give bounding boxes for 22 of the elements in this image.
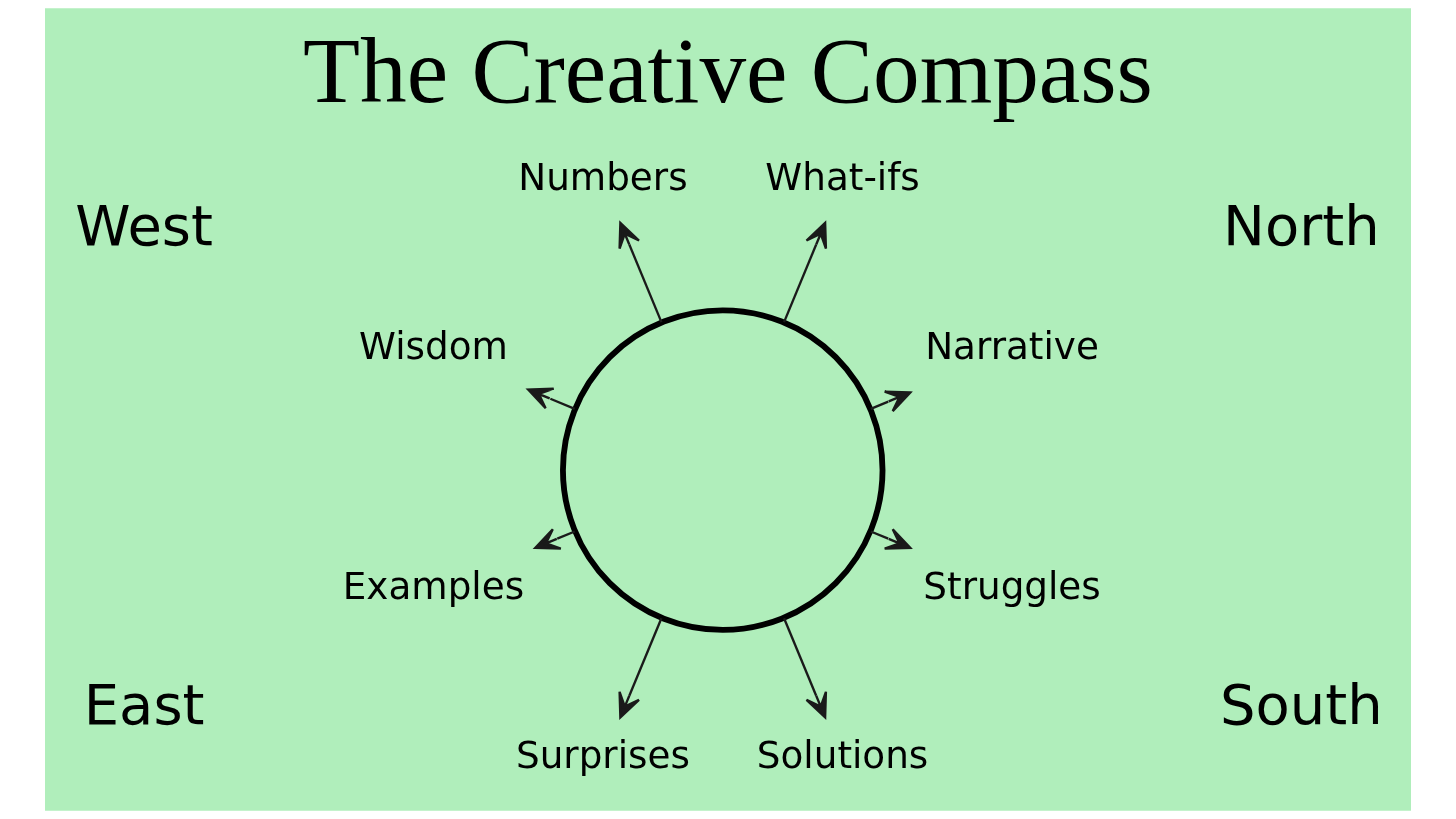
label: West [75, 192, 213, 258]
arrow [870, 528, 912, 550]
arrow [618, 617, 663, 719]
node-text: Narrative [925, 324, 1099, 369]
arrow [534, 528, 576, 550]
node-text: Solutions [756, 733, 929, 778]
arrow [783, 221, 828, 323]
node-text: Struggles [923, 563, 1101, 608]
arrow [618, 221, 663, 323]
label: East [83, 672, 205, 738]
node-text: Examples [342, 563, 525, 608]
arrow [870, 390, 912, 413]
node-circle [560, 307, 886, 633]
node-text: Surprises [515, 733, 690, 778]
label: North [1223, 192, 1380, 258]
arrow [526, 387, 576, 410]
node-text: What-ifs [765, 154, 920, 199]
label: South [1220, 672, 1383, 738]
arrow [783, 617, 828, 719]
node-text: Wisdom [359, 324, 508, 369]
node-text: Numbers [518, 154, 688, 199]
diagram-title: The Creative Compass [303, 18, 1153, 122]
